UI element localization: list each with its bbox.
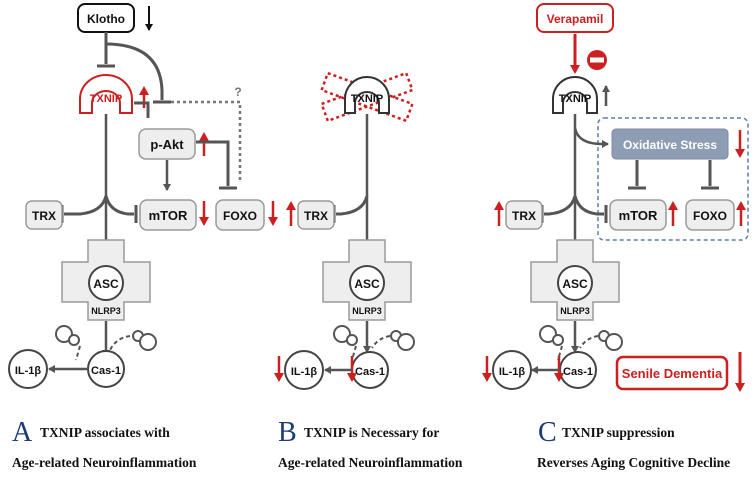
pro-il1b-icon [55,325,80,346]
cas1-label: Cas-1 [91,365,121,377]
pro-cas1-icon [132,330,157,351]
nlrp3-label: NLRP3 [91,306,121,316]
foxo-label: FOXO [223,209,257,223]
pro-cas1-icon-b [390,330,415,351]
asc-node-c [557,265,593,301]
foxo-label-c: FOXO [693,209,727,223]
caption-c-line1: TXNIP suppression [562,425,675,440]
asc-label: ASC [93,277,119,291]
cas1-label-b: Cas-1 [355,366,385,378]
caption-a-letter: A [12,417,33,448]
caption-a-line1: TXNIP associates with [40,425,170,440]
asc-label-c: ASC [562,277,588,291]
nlrp3-label-c: NLRP3 [560,306,590,316]
panel-c: Verapamil TXNIP Oxidative Stress [482,3,749,470]
il1b-node-c [492,350,532,390]
senile-dementia-box [615,355,729,391]
verapamil-box [536,3,614,33]
il1b-label-c: IL-1β [499,366,526,378]
panel-b: TXNIP TRX ASC NLRP3 Cas-1 IL-1β B TXNIP … [274,71,463,470]
mtor-box-c [609,199,667,231]
il1b-label-b: IL-1β [291,366,318,378]
asc-label-b: ASC [354,277,380,291]
verapamil-label: Verapamil [547,12,604,26]
pro-il1b-icon-b [333,325,358,346]
trx-box [25,200,63,230]
oxidative-stress-box [611,128,729,160]
asc-node-b [349,265,385,301]
nlrp3-label-b: NLRP3 [352,306,382,316]
trx-label-c: TRX [512,209,536,223]
panel-a: Klotho TXNIP p-Akt ? TRX [8,3,278,470]
mtor-label: mTOR [149,208,188,223]
pro-il1b-icon-c [539,325,564,346]
txnip-node-c [552,76,598,114]
trx-box-b [297,200,335,230]
asc-node [88,265,124,301]
txnip-label-b: TXNIP [351,93,383,105]
trx-label-b: TRX [304,209,328,223]
senile-dementia-label: Senile Dementia [622,366,723,381]
caption-b-line2: Age-related Neuroinflammation [278,455,463,470]
mtor-box [139,199,197,231]
caption-a-line2: Age-related Neuroinflammation [12,455,197,470]
il1b-node-b [284,350,324,390]
cas1-label-c: Cas-1 [563,366,593,378]
il1b-node [8,349,48,389]
question-mark: ? [234,85,241,99]
pakt-box [138,128,196,160]
klotho-label: Klotho [87,12,125,26]
mtor-label-c: mTOR [619,208,658,223]
pakt-label: p-Akt [150,137,184,152]
pro-cas1-icon-c [598,330,623,351]
il1b-label: IL-1β [15,365,42,377]
oxidative-stress-label: Oxidative Stress [623,138,717,152]
foxo-box [215,199,265,231]
inhibit-stop-icon [587,50,607,70]
caption-b-line1: TXNIP is Necessary for [304,425,439,440]
trx-label: TRX [32,209,56,223]
caption-c-letter: C [538,417,557,448]
txnip-node-b [344,76,390,114]
foxo-feedback-path [170,100,242,180]
foxo-box-c [685,199,735,231]
caption-c-line2: Reverses Aging Cognitive Decline [537,455,730,470]
txnip-node [79,74,133,114]
txnip-label: TXNIP [90,93,122,105]
caption-b-letter: B [278,417,297,448]
txnip-label-c: TXNIP [559,93,591,105]
trx-box-c [505,200,543,230]
